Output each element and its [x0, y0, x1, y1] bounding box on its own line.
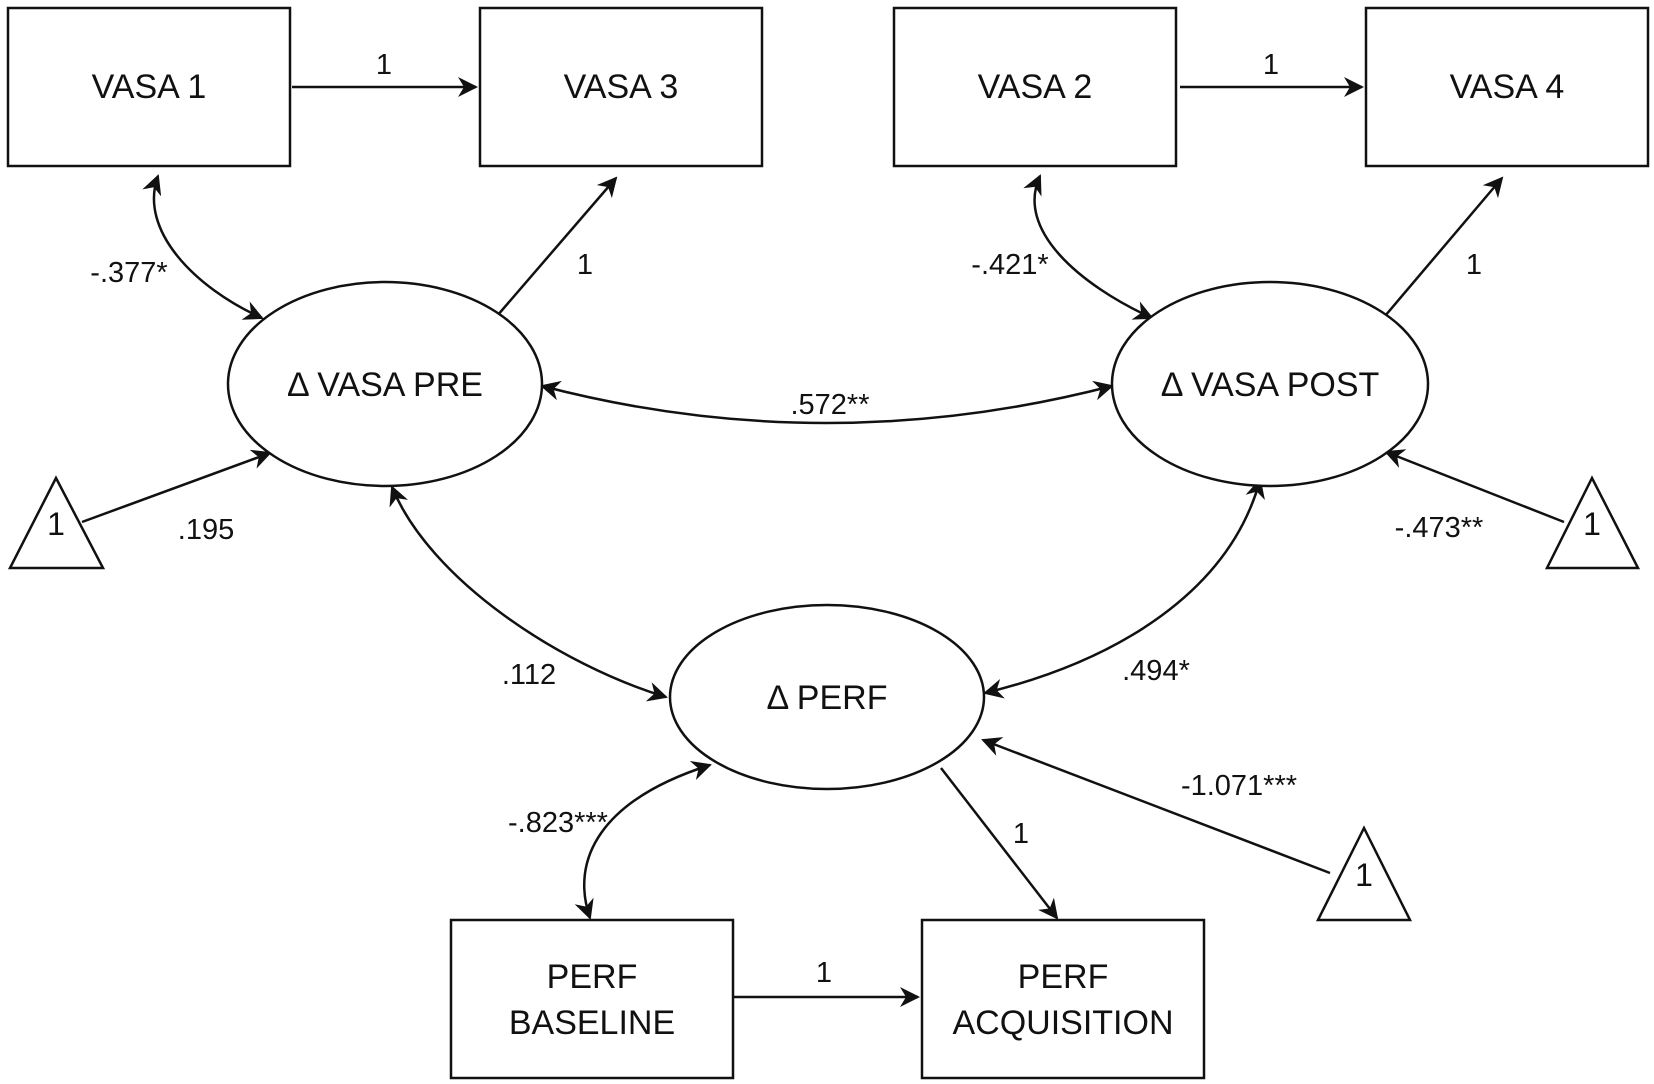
- label-dpost-dperf: .494*: [1122, 655, 1190, 687]
- node-perf-acquisition: PERF ACQUISITION: [920, 918, 1206, 1080]
- path-const-left-dpre: [81, 449, 272, 524]
- node-delta-vasa-post: Δ VASA POST: [1110, 280, 1430, 488]
- covariance-dpre-dpost: [540, 380, 1114, 425]
- label-baseline-acquisition: 1: [816, 957, 832, 989]
- node-label: Δ VASA POST: [1161, 366, 1380, 404]
- path-dperf-acquisition: [940, 767, 1059, 920]
- node-delta-vasa-pre: Δ VASA PRE: [226, 280, 544, 488]
- label-vasa2-vasa4: 1: [1263, 49, 1279, 81]
- node-perf-baseline: PERF BASELINE: [449, 918, 735, 1080]
- label-baseline-dperf: -.823***: [508, 807, 608, 839]
- path-dpre-vasa3: [496, 176, 618, 317]
- covariance-vasa2-dpost: [1023, 174, 1154, 320]
- covariance-dpre-dperf: [389, 485, 668, 702]
- observed-variables: VASA 1 VASA 3 VASA 2 VASA 4 PERF BASELIN…: [6, 6, 1650, 1080]
- node-label-line-2: ACQUISITION: [952, 1004, 1173, 1042]
- node-label: VASA 3: [564, 68, 679, 106]
- node-label: VASA 1: [92, 68, 207, 106]
- node-label: Δ PERF: [767, 679, 888, 717]
- node-label: VASA 4: [1450, 68, 1565, 106]
- label-vasa1-dpre: -.377*: [90, 257, 167, 289]
- path-const-right-dpost: [1384, 449, 1565, 524]
- node-label-line-2: BASELINE: [509, 1004, 675, 1042]
- path-dpost-vasa4: [1384, 176, 1504, 317]
- constant-label: 1: [1583, 506, 1601, 542]
- label-const-dpost: -.473**: [1395, 512, 1484, 544]
- constant-label: 1: [1355, 857, 1373, 893]
- label-vasa2-dpost: -.421*: [971, 249, 1048, 281]
- label-const-dpre: .195: [178, 514, 234, 546]
- constants: 1 1 1: [7, 475, 1641, 922]
- edge-labels: 1 1 1 1 -.377* -.421* .572** .195 -.473*…: [90, 49, 1483, 989]
- path-const-bottom-dperf: [981, 737, 1331, 875]
- label-vasa1-vasa3: 1: [376, 49, 392, 81]
- constant-label: 1: [47, 506, 65, 542]
- covariance-dpost-dperf: [983, 478, 1265, 699]
- node-label: VASA 2: [978, 68, 1093, 106]
- edges: [81, 77, 1565, 1007]
- label-dperf-acquisition: 1: [1013, 818, 1029, 850]
- covariance-baseline-dperf: [574, 760, 712, 920]
- node-vasa-2: VASA 2: [892, 6, 1178, 168]
- covariance-vasa1-dpre: [142, 174, 264, 320]
- constant-triangle-left: 1: [7, 475, 106, 570]
- node-label: Δ VASA PRE: [287, 366, 483, 404]
- label-const-dperf: -1.071***: [1181, 770, 1297, 802]
- label-dpre-dperf: .112: [502, 659, 556, 691]
- constant-triangle-bottom: 1: [1315, 825, 1413, 922]
- label-dpost-vasa4: 1: [1466, 249, 1482, 281]
- node-label-line-1: PERF: [547, 958, 638, 996]
- label-dpre-vasa3: 1: [577, 249, 593, 281]
- node-vasa-4: VASA 4: [1364, 6, 1650, 168]
- node-delta-perf: Δ PERF: [668, 603, 986, 791]
- node-vasa-3: VASA 3: [478, 6, 764, 168]
- latent-variables: Δ VASA PRE Δ VASA POST Δ PERF: [226, 280, 1430, 791]
- constant-triangle-right: 1: [1544, 475, 1641, 570]
- label-dpre-dpost: .572**: [790, 389, 869, 421]
- node-label-line-1: PERF: [1018, 958, 1109, 996]
- node-vasa-1: VASA 1: [6, 6, 292, 168]
